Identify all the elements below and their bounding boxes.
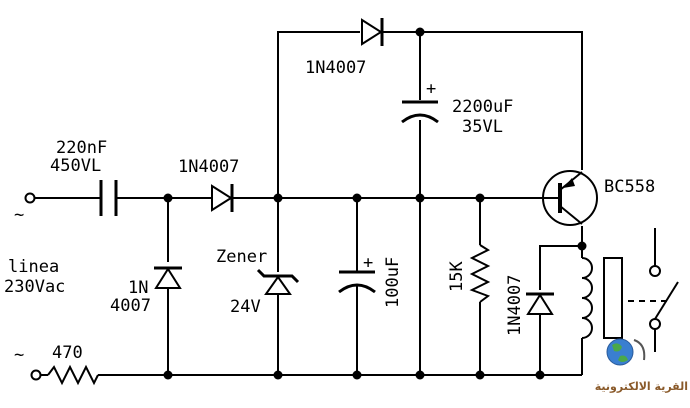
watermark-text: القرية الالكترونية (595, 380, 688, 393)
input-terminal-bottom (30, 369, 42, 381)
label-diode-shunt-line1: 1N (128, 278, 148, 298)
junction-dots (163, 27, 587, 380)
label-cap-plus-top: + (426, 79, 436, 99)
label-mains-line2: 230Vac (4, 277, 65, 297)
label-diode-flyback: 1N4007 (505, 275, 525, 336)
wires (34, 31, 583, 376)
wire-top-right (382, 31, 583, 170)
diode-top (361, 18, 384, 46)
diode-flyback (526, 292, 554, 315)
relay-switch (628, 228, 679, 352)
resistor-15k (469, 244, 491, 303)
label-zener-name: Zener (216, 247, 267, 267)
label-cap-reservoir-value: 2200uF (452, 97, 513, 117)
label-transistor: BC558 (604, 177, 655, 197)
label-resistor-series: 470 (52, 343, 83, 363)
label-tilde-top: ~ (14, 205, 24, 225)
zener-diode (256, 268, 300, 295)
label-cap-reservoir-voltage: 35VL (462, 117, 503, 137)
diode-shunt (154, 266, 182, 289)
diode-series (211, 184, 234, 212)
label-cap-plus-mid: + (363, 253, 373, 273)
label-cap-input-voltage: 450VL (50, 156, 101, 176)
capacitor-100uf (338, 270, 376, 294)
resistor-470 (47, 364, 99, 386)
label-diode-shunt-line2: 4007 (110, 296, 151, 316)
label-tilde-bottom: ~ (14, 345, 24, 365)
label-cap-filter: 100uF (383, 257, 403, 308)
capacitor-2200uf (401, 100, 439, 124)
label-diode-series: 1N4007 (178, 157, 239, 177)
wire-flyback-top (539, 245, 582, 290)
label-resistor-bias: 15K (447, 261, 467, 292)
label-cap-input-value: 220nF (56, 138, 107, 158)
relay-coil (581, 257, 623, 339)
label-diode-top: 1N4007 (305, 58, 366, 78)
label-mains-line1: linea (8, 257, 59, 277)
watermark-logo (606, 338, 646, 366)
transistor-bc558 (542, 170, 598, 226)
label-zener-voltage: 24V (230, 297, 261, 317)
capacitor-220nf (99, 180, 118, 216)
input-terminal-top (24, 192, 36, 204)
wire-top-left (277, 31, 360, 198)
